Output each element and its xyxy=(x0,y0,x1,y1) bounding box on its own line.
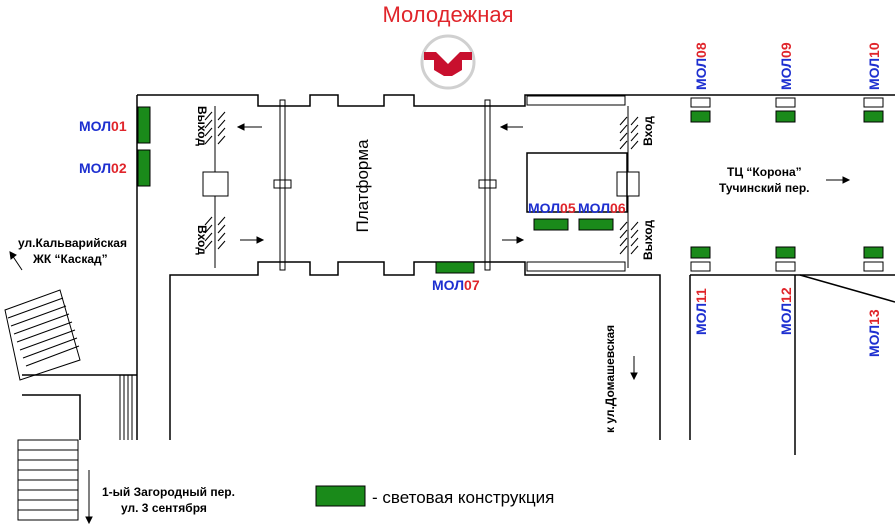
panel-mol13 xyxy=(863,246,884,259)
panel-mol06 xyxy=(578,218,614,231)
mol02-label: МОЛ02 xyxy=(79,160,127,176)
panel-mol01 xyxy=(137,106,151,144)
turnstiles xyxy=(202,95,640,272)
platform-label: Платформа xyxy=(353,139,372,233)
panel-mol11 xyxy=(690,246,711,259)
mol06-label: МОЛ06 xyxy=(578,200,626,216)
street-kaskad: ЖК “Каскад” xyxy=(32,252,108,266)
station-title: Молодежная xyxy=(382,2,513,27)
panel-mol05 xyxy=(533,218,569,231)
panel-mol08 xyxy=(690,110,711,123)
mol08-label: МОЛ08 xyxy=(693,42,709,90)
panel-frames xyxy=(690,97,884,272)
street-zagorodny: 1-ый Загородный пер. xyxy=(102,485,235,499)
street-kalvariyskaya: ул.Кальварийская xyxy=(18,236,127,250)
mol09-label: МОЛ09 xyxy=(778,42,794,90)
exit-label-left: Выход xyxy=(195,106,209,146)
staircase-upper xyxy=(4,289,81,381)
entrance-label-left: Вход xyxy=(195,225,209,255)
panel-mol07 xyxy=(435,261,475,274)
mol05-label: МОЛ05 xyxy=(528,200,576,216)
metro-logo-icon xyxy=(420,34,476,90)
direction-arrows xyxy=(9,123,851,525)
mol12-label: МОЛ12 xyxy=(778,287,794,335)
entrance-label-right: Вход xyxy=(641,116,655,146)
staircase-lower xyxy=(17,439,79,521)
legend-text: - световая конструкция xyxy=(372,488,554,507)
panel-mol09 xyxy=(775,110,796,123)
mol01-label: МОЛ01 xyxy=(79,118,127,134)
street-sentyabrya: ул. 3 сентября xyxy=(121,501,207,515)
panel-mol12 xyxy=(775,246,796,259)
gate-hatches xyxy=(204,111,639,255)
street-tuchinsky: Тучинский пер. xyxy=(719,181,810,195)
panel-mol10 xyxy=(863,110,884,123)
street-korona: ТЦ “Корона” xyxy=(727,165,802,179)
light-panels xyxy=(137,106,884,274)
mol07-label: МОЛ07 xyxy=(432,277,480,293)
legend-swatch xyxy=(315,485,366,507)
panel-mol02 xyxy=(137,149,151,187)
mol13-label: МОЛ13 xyxy=(866,309,882,357)
exit-label-right: Выход xyxy=(641,220,655,260)
mol11-label: МОЛ11 xyxy=(693,288,709,335)
building-walls xyxy=(22,94,895,455)
wall-stripes xyxy=(119,375,133,440)
street-domashevskaya: к ул.Домашевская xyxy=(603,325,617,433)
mol10-label: МОЛ10 xyxy=(866,42,882,90)
